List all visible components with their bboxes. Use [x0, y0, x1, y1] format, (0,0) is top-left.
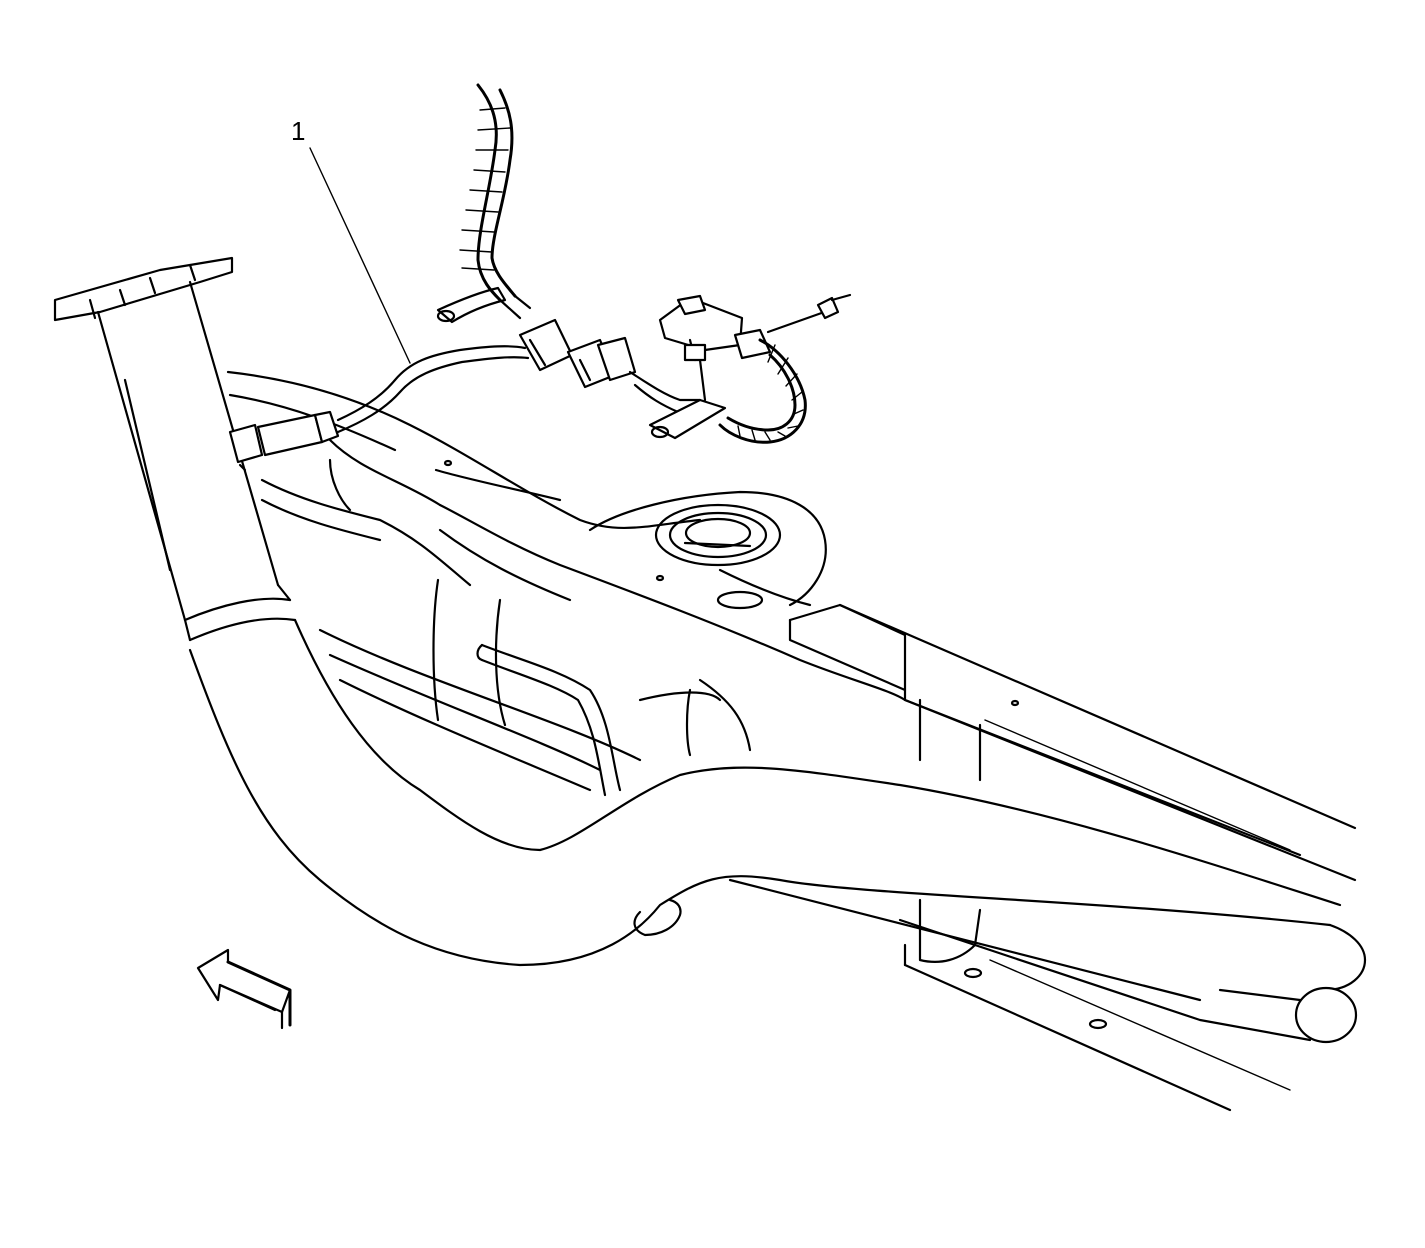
oxygen-sensor-assembly: [228, 83, 852, 472]
callout-label-1: 1: [291, 116, 305, 146]
forward-direction-arrow-icon: [196, 948, 292, 1030]
callout-1: 1: [291, 116, 411, 364]
exhaust-pipe: [53, 256, 1367, 1044]
vehicle-frame: [226, 370, 1357, 1112]
